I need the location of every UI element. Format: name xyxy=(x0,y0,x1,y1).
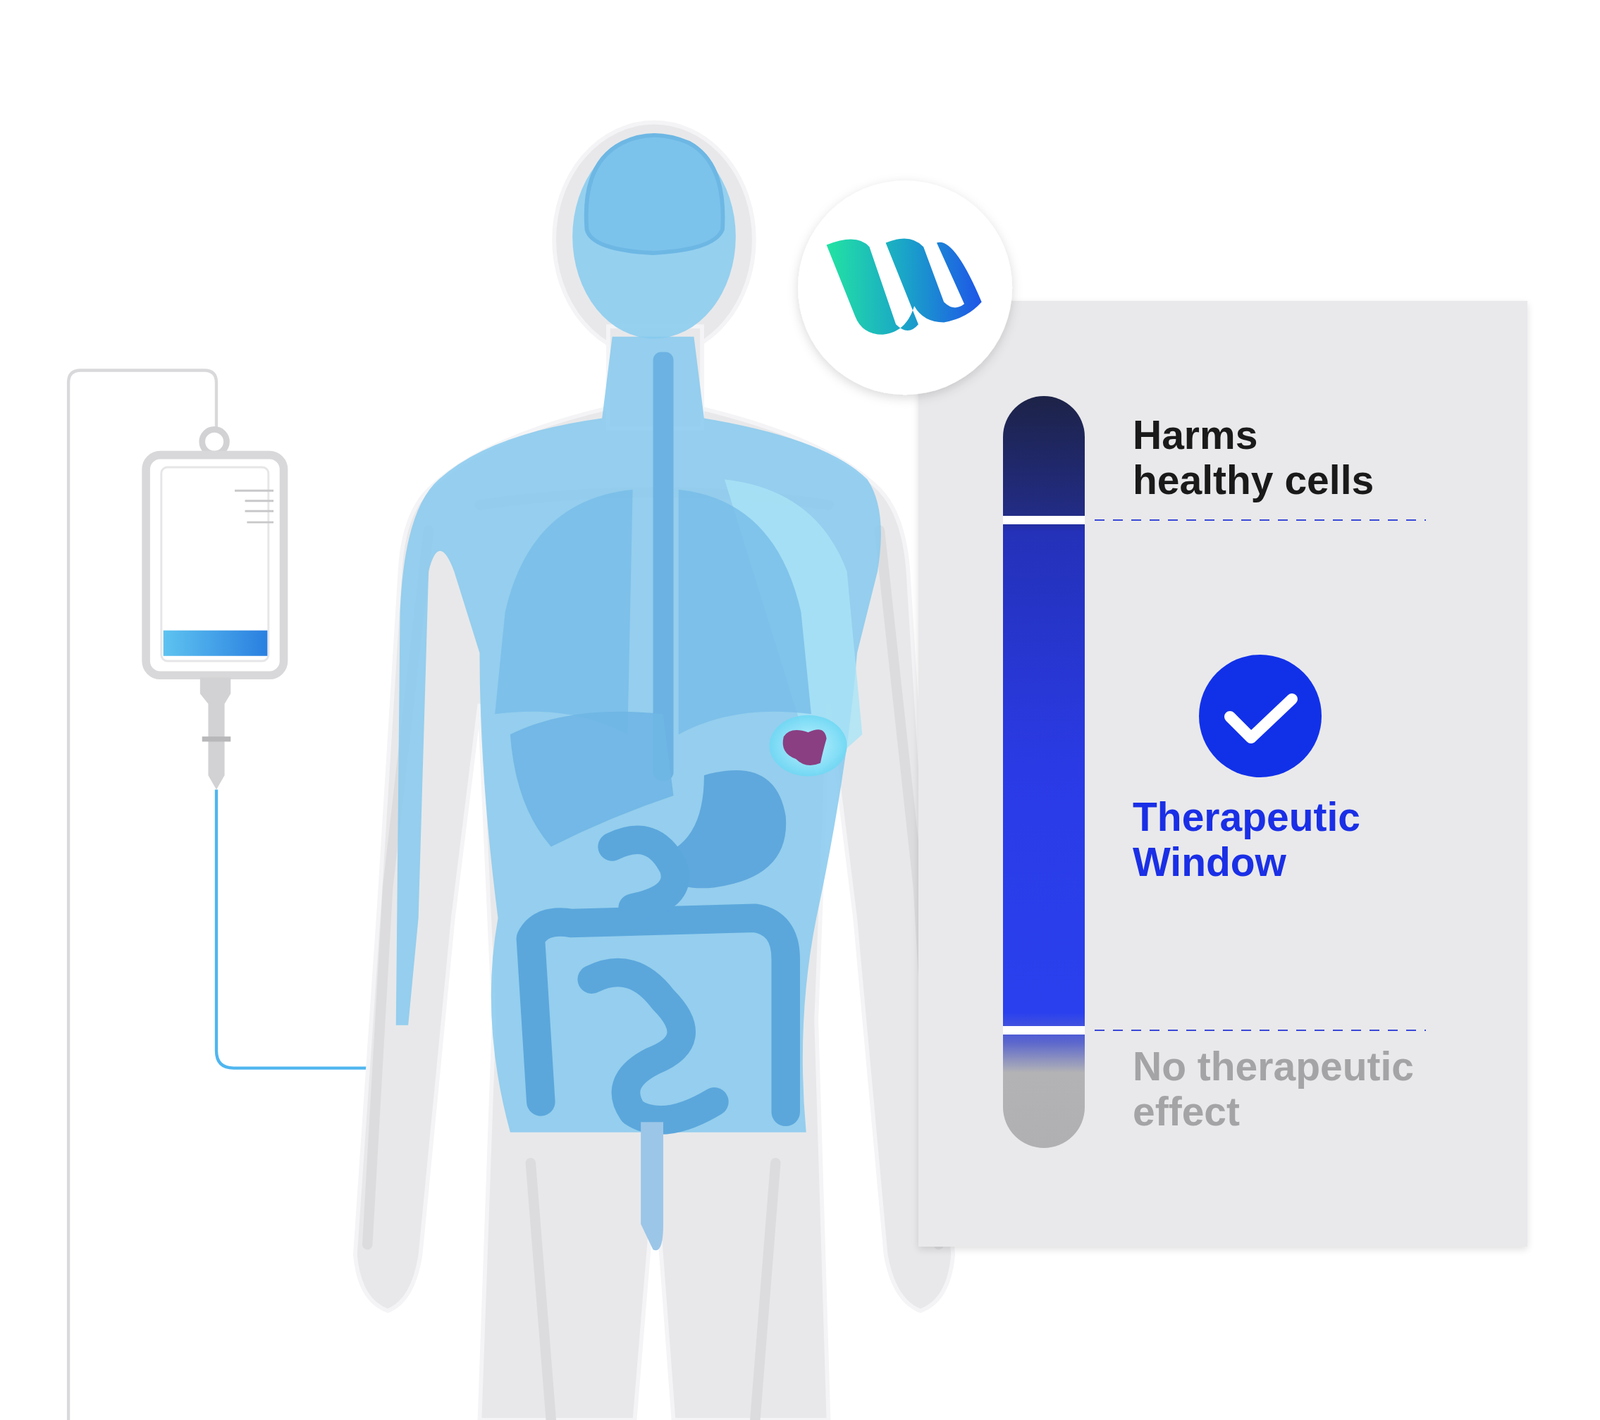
tumor xyxy=(783,729,827,766)
body-organs xyxy=(396,134,882,1251)
iv-bag-inner xyxy=(161,467,269,662)
iv-hanger xyxy=(202,429,227,454)
window-label: Therapeutic Window xyxy=(1132,794,1443,885)
legend-panel: Harms healthy cellsTherapeutic Window No … xyxy=(918,300,1528,1247)
check-mark xyxy=(1229,699,1292,738)
iv-drip-chamber xyxy=(200,677,231,790)
iv-liquid xyxy=(163,630,268,657)
check-circle xyxy=(1198,654,1322,778)
tumor-glow xyxy=(769,715,848,777)
iv-clamp xyxy=(202,736,232,742)
no-effect-label: No therapeutic effect xyxy=(1132,1043,1457,1135)
harm-label: Harms healthy cells xyxy=(1132,412,1401,503)
threshold-mark xyxy=(1002,515,1085,525)
threshold-mark xyxy=(1002,1026,1085,1035)
threshold-line xyxy=(1094,519,1426,521)
body-silhouette xyxy=(355,122,953,1420)
iv-ticks xyxy=(234,490,274,523)
threshold-line xyxy=(1094,1029,1426,1032)
dose-bar xyxy=(1002,396,1085,1149)
iv-bag xyxy=(145,455,284,676)
